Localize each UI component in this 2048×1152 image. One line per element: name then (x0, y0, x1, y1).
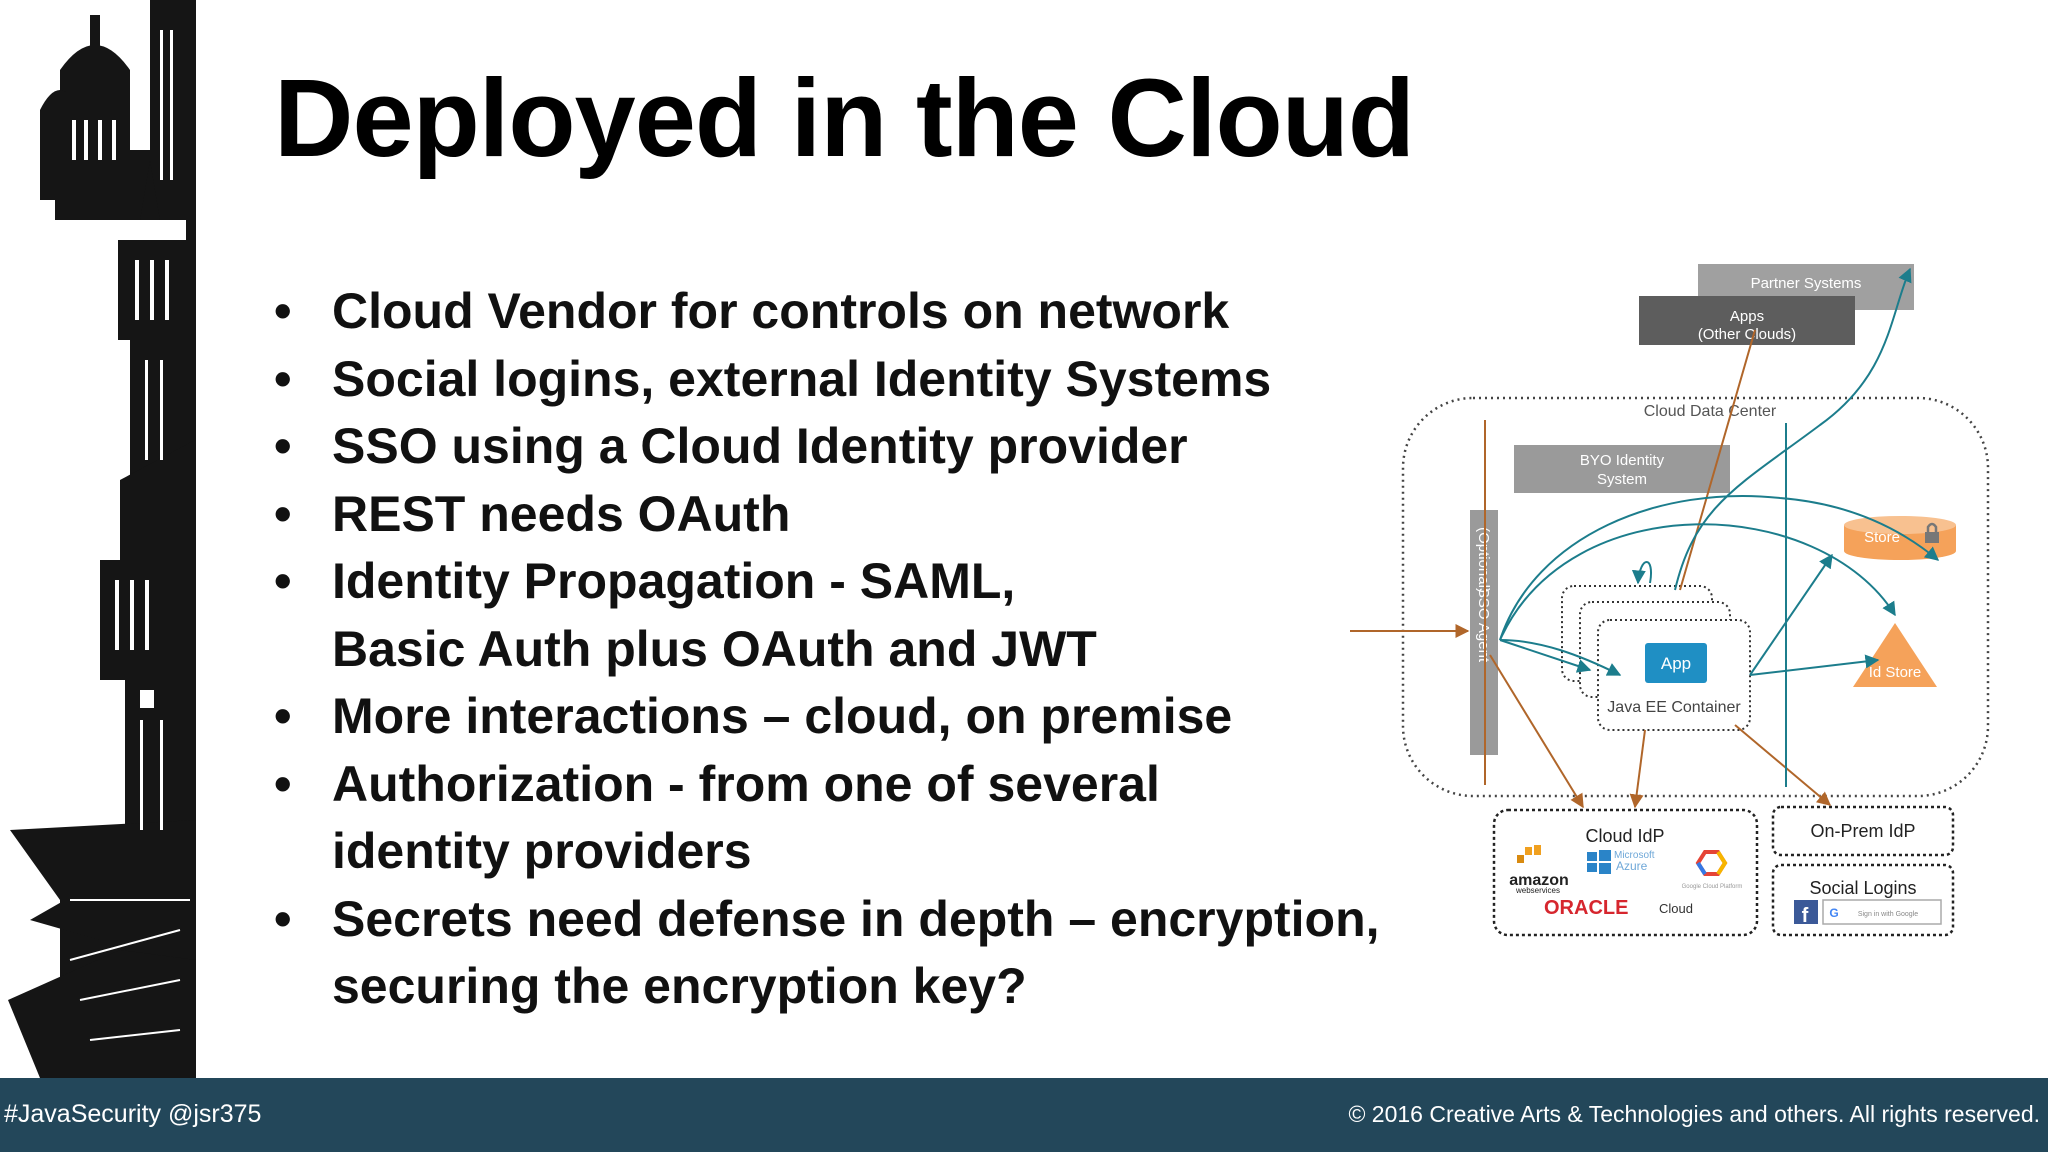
bullet-text: Identity Propagation - SAML, (332, 553, 1016, 609)
bullet-item: SSO using a Cloud Identity provider (274, 413, 1414, 481)
byo-identity-box (1514, 445, 1730, 493)
bullet-item: Secrets need defense in depth – encrypti… (274, 886, 1414, 1021)
azure-label: Azure (1616, 859, 1648, 873)
bullet-text: REST needs OAuth (332, 485, 791, 542)
sso-agent-optional: (Optional) (1475, 527, 1492, 593)
cloud-idp-box (1492, 808, 1759, 937)
bullet-text: Secrets need defense in depth – encrypti… (332, 890, 1380, 947)
partner-systems-label: Partner Systems (1751, 275, 1862, 292)
container-to-partner-arrow (1674, 267, 1912, 591)
footer-copyright: © 2016 Creative Arts & Technologies and … (1348, 1101, 2040, 1127)
bullet-item: REST needs OAuth (274, 481, 1414, 549)
facebook-icon (1794, 900, 1818, 924)
on-prem-idp-box (1771, 805, 1955, 857)
google-cloud-label: Google Cloud Platform (1682, 884, 1743, 890)
cloud-idp-label: Cloud IdP (1585, 826, 1664, 846)
sso-to-idstore-arrow (1499, 523, 1896, 641)
sso-agent-label: SSO Agent (1475, 588, 1492, 663)
byo-identity-label: BYO Identity (1580, 452, 1665, 469)
google-signin-button (1822, 899, 1942, 925)
bullet-text: Social logins, external Identity Systems (332, 350, 1272, 407)
windows-logo (1587, 850, 1611, 874)
bullet-text: Cloud Vendor for controls on network (332, 283, 1230, 339)
store-cylinder: Store (1844, 516, 1956, 560)
oracle-cloud-label: Cloud (1659, 901, 1693, 916)
container-up-loop-arrow (1631, 561, 1652, 585)
aws-amazon: amazon (1509, 872, 1569, 889)
container-to-idstore-arrow (1749, 654, 1880, 676)
apps-other-clouds-box (1639, 296, 1855, 345)
container-to-onprem-arrow (1734, 724, 1832, 806)
google-g-icon: G (1829, 906, 1838, 920)
sso-to-cloud-idp-arrow (1489, 654, 1584, 809)
bullet-list: Cloud Vendor for controls on network Soc… (274, 278, 1414, 1021)
cloud-architecture-diagram: Cloud Data Center Partner Systems Apps (… (1350, 264, 1990, 937)
social-logins-label: Social Logins (1809, 878, 1916, 898)
bullet-text: Authorization - from one of several (332, 755, 1160, 812)
apps-label: Apps (1730, 308, 1764, 325)
azure-microsoft: Microsoft (1614, 850, 1655, 861)
apps-to-container-arrow (1679, 329, 1756, 591)
bullet-text-continued: identity providers (332, 823, 752, 879)
facebook-letter: f (1802, 905, 1809, 927)
google-cloud-logo (1695, 850, 1728, 876)
byo-system-label: System (1597, 471, 1647, 488)
bullet-item: More interactions – cloud, on premise (274, 683, 1414, 751)
bullet-text-continued: Basic Auth plus OAuth and JWT (332, 620, 1097, 677)
bullet-item: Identity Propagation - SAML, Basic Auth … (274, 548, 1414, 683)
aws-logo: amazon webservices (1509, 845, 1569, 895)
on-prem-idp-label: On-Prem IdP (1810, 821, 1915, 841)
skyline-illustration (0, 0, 196, 1078)
java-ee-container-label: Java EE Container (1607, 699, 1741, 716)
bullet-item: Authorization - from one of several iden… (274, 751, 1414, 886)
id-store-label: Id Store (1869, 664, 1922, 681)
google-signin-text: Sign in with Google (1858, 911, 1918, 918)
app-box (1645, 643, 1707, 683)
footer-bar: #JavaSecurity @jsr375 © 2016 Creative Ar… (0, 1078, 2048, 1152)
sso-to-store-arrow (1499, 494, 1940, 641)
footer-hashtag: #JavaSecurity @jsr375 (4, 1100, 262, 1128)
store-label: Store (1864, 529, 1900, 546)
bullet-text: More interactions – cloud, on premise (332, 688, 1233, 744)
id-store-triangle (1853, 623, 1937, 687)
other-clouds-label: (Other Clouds) (1698, 326, 1796, 343)
bullet-item: Social logins, external Identity Systems (274, 346, 1414, 414)
sso-to-container-arrow-1 (1499, 639, 1592, 673)
bullet-item: Cloud Vendor for controls on network (274, 278, 1414, 346)
app-label: App (1661, 654, 1691, 673)
app-to-cloud-idp-arrow (1629, 729, 1646, 809)
cloud-data-center-label: Cloud Data Center (1644, 403, 1777, 420)
oracle-logo: ORACLE (1544, 897, 1628, 919)
sso-to-container-arrow-2 (1499, 639, 1622, 676)
container-to-store-arrow (1749, 553, 1833, 676)
aws-webservices: webservices (1515, 886, 1560, 895)
slide-title: Deployed in the Cloud (274, 57, 1415, 180)
cloud-data-center-boundary (1401, 396, 1990, 798)
bullet-text-continued: securing the encryption key? (332, 958, 1027, 1014)
lock-icon (1925, 522, 1939, 543)
bullet-text: SSO using a Cloud Identity provider (332, 418, 1188, 474)
